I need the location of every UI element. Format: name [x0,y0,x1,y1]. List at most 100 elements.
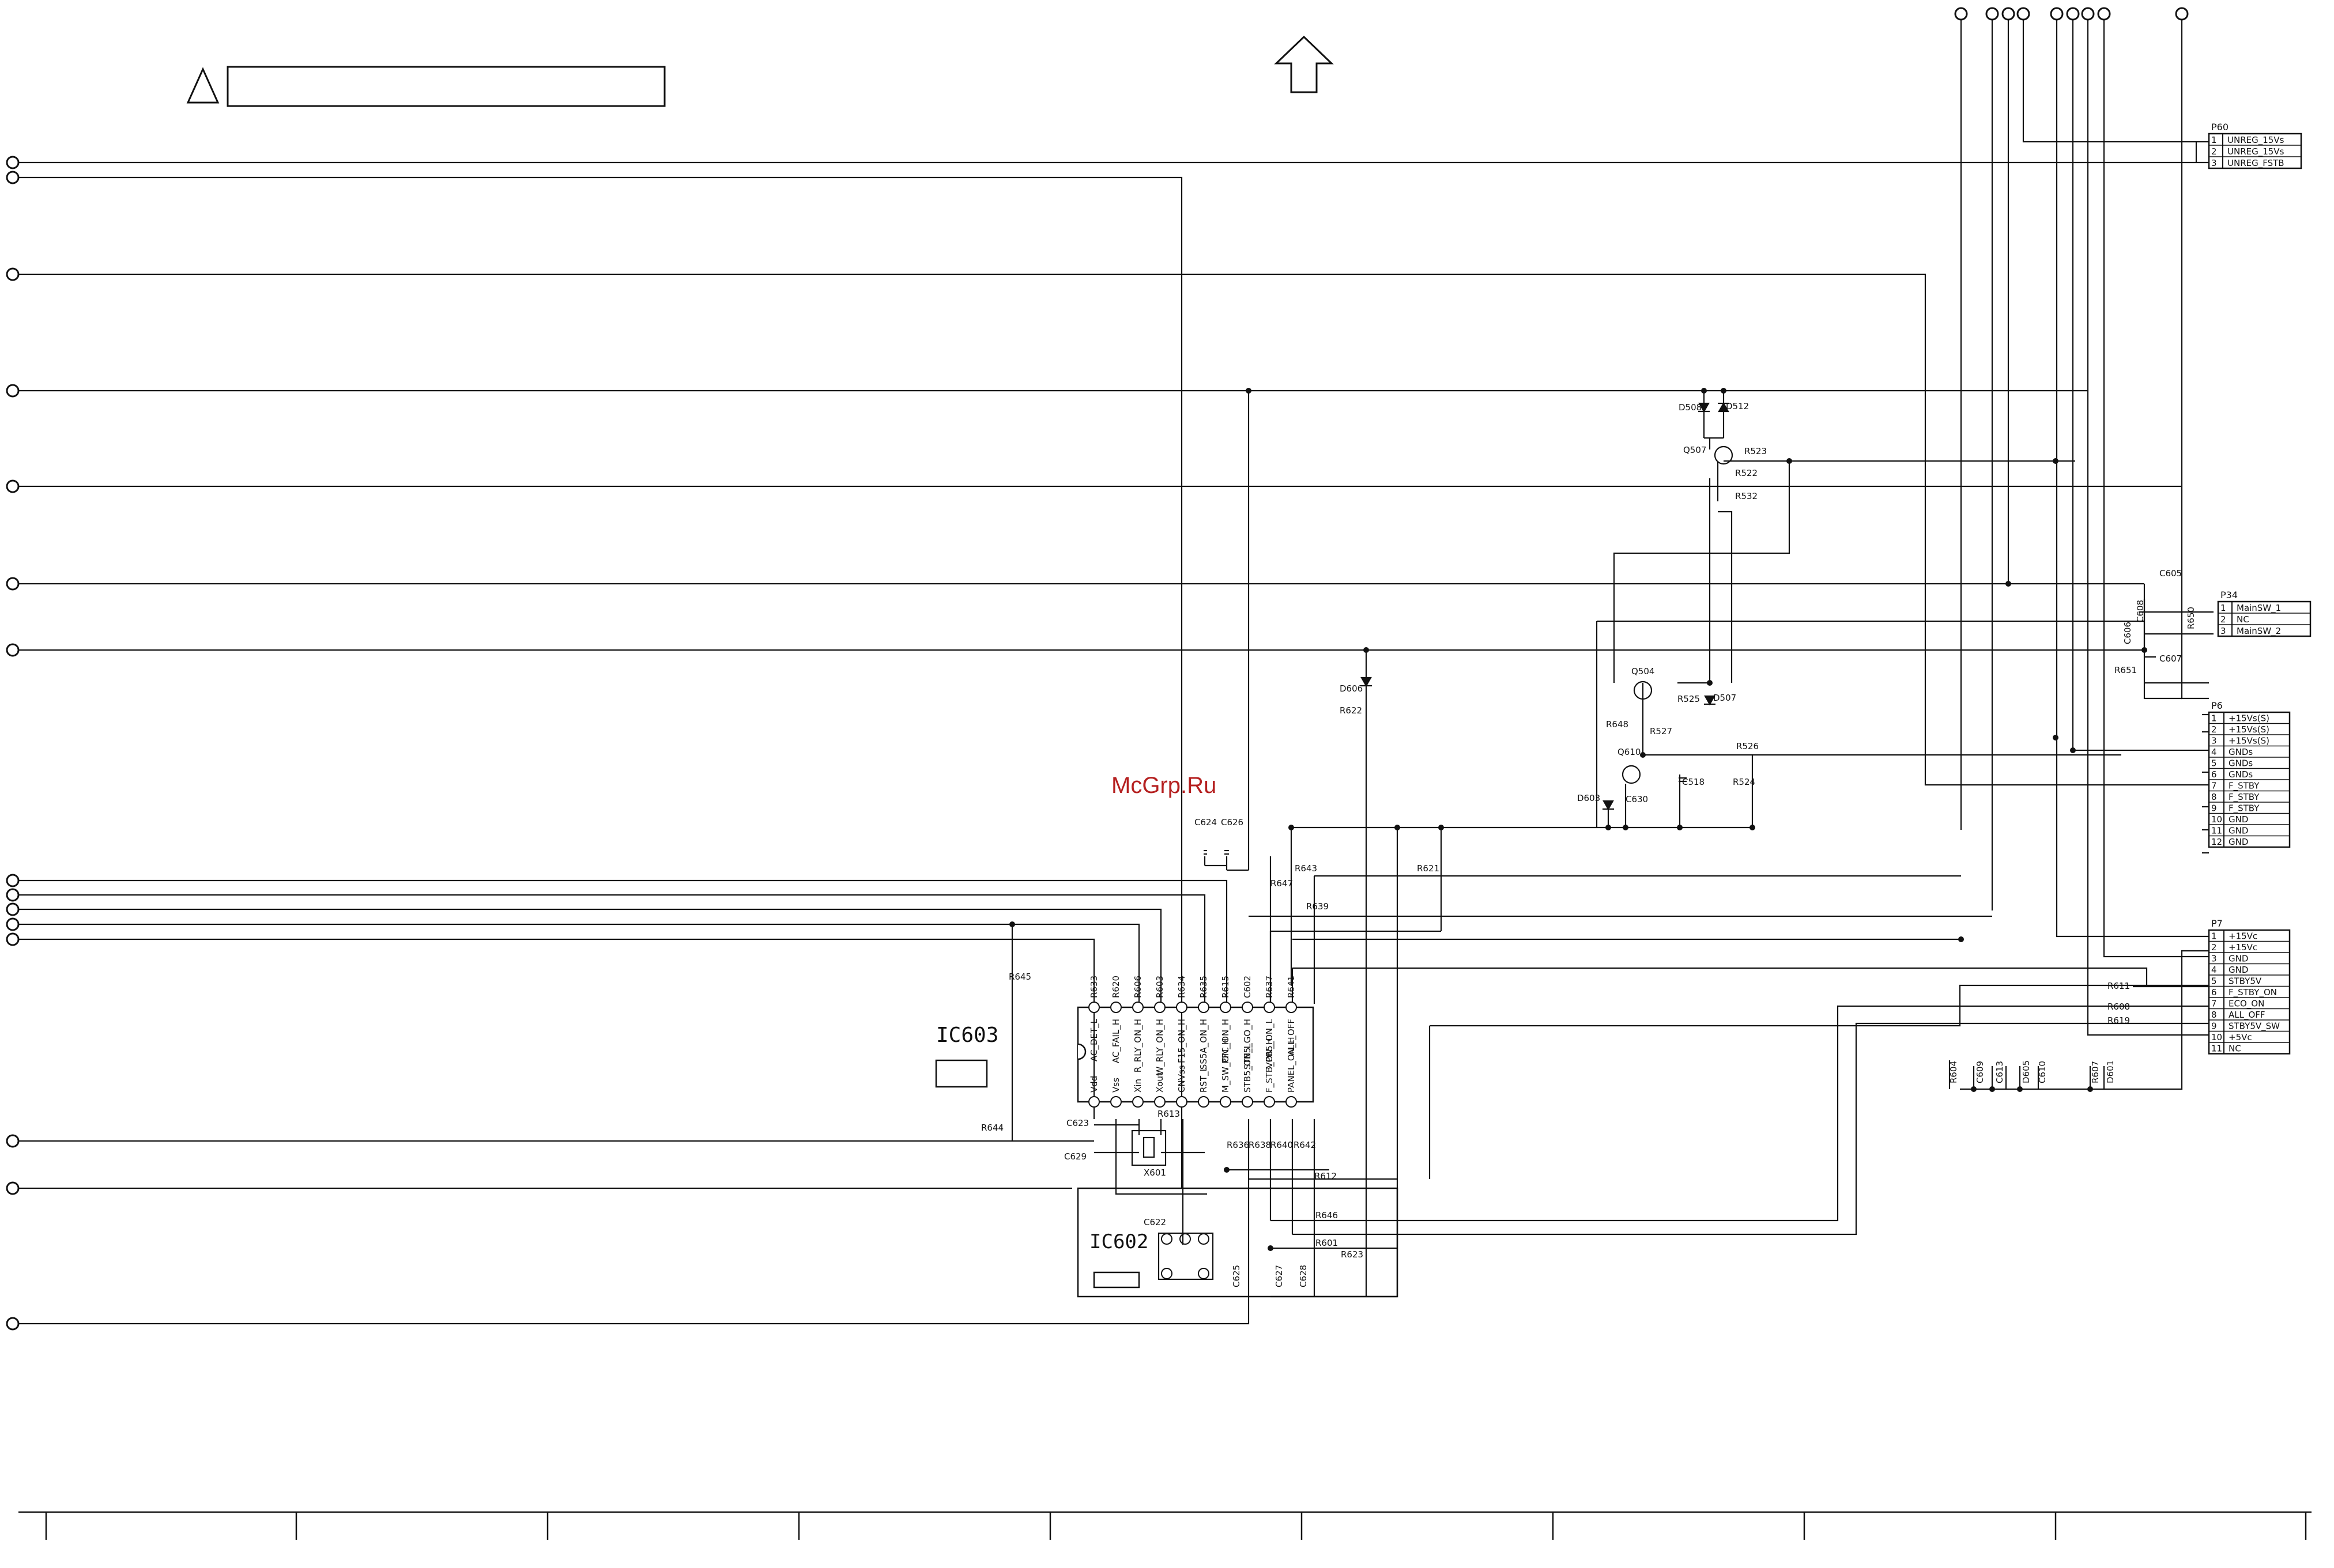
label-r647: R647 [1270,878,1293,889]
caution-icon [186,67,220,104]
connector-pin-label: F_STBY [2229,792,2260,803]
ic603-bottom-pin-label: Xout [1155,1072,1165,1093]
label-c628: C628 [1298,1265,1309,1287]
ic603-top-pin-label: AC_DET_L [1089,1018,1100,1061]
label-r623: R623 [1341,1249,1363,1260]
ic603-bottom-pin: RST_L [1198,1066,1209,1108]
pin-marker [1154,1002,1166,1013]
pin-marker [1132,1002,1144,1013]
label-r636: R636 [1227,1140,1249,1150]
label-d512: D512 [1726,401,1749,411]
label-r642: R642 [1294,1140,1316,1150]
connector-pin-label: UNREG_15Vs [2227,146,2284,157]
label-c605: C605 [2159,568,2182,579]
connector-pin-label: UNREG_FSTB [2227,158,2284,169]
label-r604: R604 [1948,1061,1959,1083]
ic603-top-pin-ref: R620 [1111,976,1121,998]
up-arrow-icon [1274,35,1334,93]
connector-pin-number: 5 [2211,758,2217,769]
connector-box [2217,600,2312,637]
label-r524: R524 [1733,777,1755,787]
label-c622: C622 [1144,1217,1166,1227]
ic602: IC602 [1077,1187,1398,1298]
ic603-top-pin-label: VPB5_ON_L [1264,1018,1275,1068]
ic603-bottom-pin: CNVss [1176,1065,1187,1108]
label-c629: C629 [1064,1151,1087,1162]
label-q507: Q507 [1683,445,1706,455]
label-r607: R607 [2090,1061,2101,1083]
connector-pin-number: 2 [2211,146,2217,157]
ic603-top-pin-label: STB5_GO_H [1242,1019,1253,1070]
connector-pin-number: 4 [2211,747,2217,757]
connector-pin-number: 5 [2211,976,2217,987]
connector-box [2208,929,2291,1055]
pin-marker [1285,1002,1297,1013]
ic603-top-pin-ref: R635 [1198,976,1209,998]
connector-pin-label: NC [2237,614,2249,625]
connector-pin-label: MainSW_2 [2237,626,2281,637]
ic603-top-pin-label: ALL_OFF [1286,1019,1297,1056]
label-r648: R648 [1606,719,1628,730]
pin-marker [1242,1096,1253,1108]
ic603-top-pins: AC_DET_LR633AC_FAIL_HR620R_RLY_ON_HR606W… [1088,976,1297,1075]
ic603-bottom-pin: Xin [1132,1079,1144,1108]
connector-pin-label: F_STBY [2229,803,2260,814]
ic603-top-pin-label: W_RLY_ON_H [1155,1019,1166,1075]
label-r638: R638 [1249,1140,1271,1150]
ic603-bottom-pin-label: Xin [1133,1079,1143,1093]
pin-marker [1220,1002,1231,1013]
label-d507: D507 [1713,693,1736,703]
connector-pin-label: +15Vc [2229,942,2257,953]
label-r643: R643 [1295,863,1317,874]
connector-pin-number: 9 [2211,1021,2217,1032]
ic603-bottom-pin: F_STB_ON_H [1264,1038,1275,1108]
left-terminals [6,156,20,1331]
connector-pin-label: +15Vc [2229,931,2257,942]
label-r650: R650 [2186,607,2196,629]
connector-pin-label: STBY5V_SW [2229,1021,2280,1032]
label-r522: R522 [1735,468,1758,478]
connector-pin-number: 3 [2220,626,2226,636]
connector-pin-label: F_STBY [2229,781,2260,792]
connector-pin-number: 3 [2211,954,2217,964]
pin-marker [1264,1096,1275,1108]
ic603-top-pin-label: SS5A_ON_H [1198,1019,1209,1070]
ic603-top-pin-ref: R637 [1264,976,1275,998]
pin-marker [1220,1096,1231,1108]
connector-pin-label: MainSW_1 [2237,603,2281,614]
connector-pin-number: 2 [2220,614,2226,625]
label-r527: R527 [1650,726,1672,736]
connector-pin-number: 10 [2211,1032,2222,1042]
ic603-top-pin-label: F15_ON_H [1177,1019,1187,1063]
connector-pin-number: 6 [2211,987,2217,998]
connector-pin-label: ECO_ON [2229,999,2264,1010]
ic603-bottom-pin-label: RST_L [1198,1066,1209,1093]
connector-pin-number: 4 [2211,965,2217,975]
note-box [227,66,666,107]
label-x601: X601 [1144,1168,1166,1178]
connector-pin-number: 12 [2211,837,2222,847]
pin-marker [1198,1096,1209,1108]
ic603-top-pin-label: PFC_ON_H [1220,1019,1231,1063]
ic603-bottom-pin: M_SW_ON_H [1220,1038,1231,1108]
ic603-top-pin-ref: R603 [1155,976,1165,998]
ic603-bottom-pin: Xout [1154,1072,1166,1108]
connector-pin-label: ALL_OFF [2229,1010,2265,1021]
pin-marker [1285,1096,1297,1108]
connector-pin-label: +5Vc [2229,1032,2252,1042]
label-c625: C625 [1231,1265,1242,1287]
connector-title: P7 [2211,918,2223,929]
ic602-label: IC602 [1089,1230,1148,1253]
label-c613: C613 [1994,1061,2005,1083]
connector-pin-label: GND [2229,837,2248,847]
ic603-top-pin: SS5A_ON_H R635 [1198,976,1209,1070]
connector-pin-label: GNDs [2229,747,2253,757]
label-c608: C608 [2135,600,2146,622]
ic603-top-pin-ref: R634 [1177,976,1187,998]
label-r622: R622 [1340,705,1362,716]
